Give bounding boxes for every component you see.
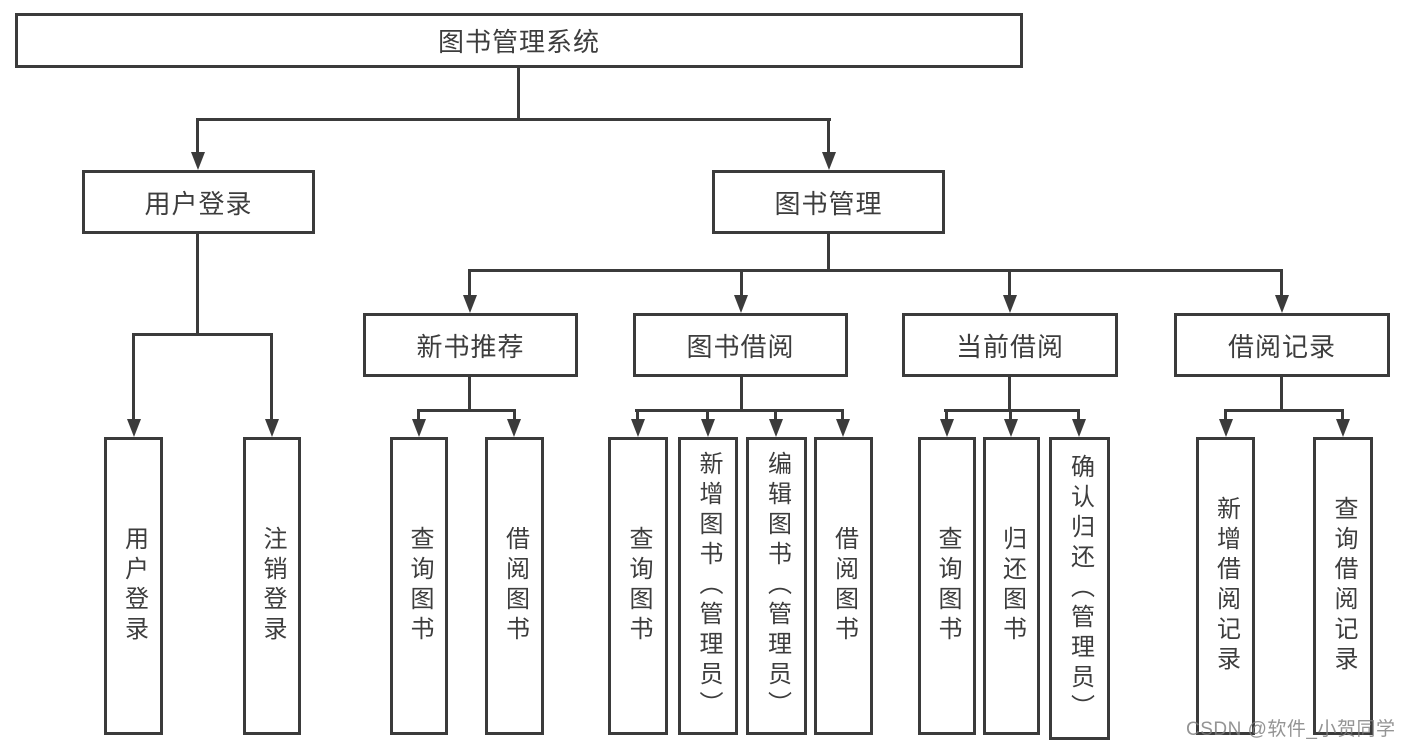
connector-drop-book-borrow — [740, 269, 743, 297]
arrow-down-icon — [265, 419, 279, 437]
leaf-query-books-current: 查询图书 — [918, 437, 976, 735]
connector-borrow-records-stem — [1280, 377, 1283, 412]
arrow-down-icon — [1336, 419, 1350, 437]
connector-user-login-branch — [132, 333, 272, 336]
connector-current-borrow-stem — [1008, 377, 1011, 412]
arrow-down-icon — [412, 419, 426, 437]
leaf-add-books-admin-label: 新增图书（管理员） — [695, 451, 722, 721]
connector-current-borrow-branch — [944, 409, 1080, 412]
connector-drop-leaf — [841, 409, 844, 421]
arrow-down-icon — [1072, 419, 1086, 437]
node-new-book-recommend: 新书推荐 — [363, 313, 578, 377]
connector-drop-leaf — [1077, 409, 1080, 421]
arrow-down-icon — [836, 419, 850, 437]
connector-book-management-stem — [827, 234, 830, 272]
connector-new-book-stem — [468, 377, 471, 412]
leaf-borrow-books-label: 借阅图书 — [830, 526, 858, 646]
leaf-add-borrow-record: 新增借阅记录 — [1196, 437, 1255, 735]
leaf-add-books-admin: 新增图书（管理员） — [678, 437, 738, 735]
leaf-query-books-current-label: 查询图书 — [934, 526, 961, 646]
arrow-down-icon — [127, 419, 141, 437]
connector-drop-user-login — [196, 118, 199, 154]
arrow-down-icon — [940, 419, 954, 437]
arrow-down-icon — [1004, 419, 1018, 437]
connector-book-management-branch — [468, 269, 1282, 272]
connector-drop-leaf — [636, 409, 639, 421]
arrow-down-icon — [631, 419, 645, 437]
node-root: 图书管理系统 — [15, 13, 1023, 68]
arrow-down-icon — [701, 419, 715, 437]
connector-book-borrow-stem — [740, 377, 743, 412]
leaf-edit-books-admin-label: 编辑图书（管理员） — [763, 451, 791, 721]
leaf-confirm-return-admin: 确认归还（管理员） — [1049, 437, 1110, 740]
arrow-down-icon — [1275, 295, 1289, 313]
arrow-down-icon — [734, 295, 748, 313]
arrow-down-icon — [191, 152, 205, 170]
leaf-query-books-borrow: 查询图书 — [608, 437, 668, 735]
leaf-borrow-books: 借阅图书 — [814, 437, 873, 735]
node-user-login-label: 用户登录 — [144, 188, 253, 219]
leaf-edit-books-admin: 编辑图书（管理员） — [746, 437, 807, 735]
connector-drop-leaf — [706, 409, 709, 421]
leaf-query-books-newrec-label: 查询图书 — [406, 526, 433, 646]
connector-root-stem — [517, 68, 520, 121]
leaf-borrow-books-newrec-label: 借阅图书 — [501, 526, 529, 646]
leaf-return-books: 归还图书 — [983, 437, 1040, 735]
leaf-borrow-books-newrec: 借阅图书 — [485, 437, 544, 735]
connector-root-branch — [196, 118, 831, 121]
leaf-user-login-label: 用户登录 — [120, 526, 148, 646]
connector-drop-leaf — [132, 333, 135, 419]
arrow-down-icon — [769, 419, 783, 437]
connector-drop-leaf — [417, 409, 420, 421]
arrow-down-icon — [463, 295, 477, 313]
connector-drop-leaf — [270, 333, 273, 419]
connector-new-book-branch — [417, 409, 516, 412]
connector-drop-leaf — [1009, 409, 1012, 421]
connector-drop-leaf — [774, 409, 777, 421]
node-book-management-label: 图书管理 — [774, 188, 883, 219]
leaf-return-books-label: 归还图书 — [998, 526, 1026, 646]
connector-drop-leaf — [1224, 409, 1227, 421]
leaf-add-borrow-record-label: 新增借阅记录 — [1212, 496, 1240, 676]
connector-drop-current-borrow — [1008, 269, 1011, 297]
node-borrow-records: 借阅记录 — [1174, 313, 1390, 377]
connector-user-login-stem — [196, 234, 199, 336]
connector-book-borrow-branch — [635, 409, 844, 412]
arrow-down-icon — [1003, 295, 1017, 313]
node-new-book-recommend-label: 新书推荐 — [416, 331, 525, 362]
connector-drop-new-book — [468, 269, 471, 297]
leaf-query-borrow-record: 查询借阅记录 — [1313, 437, 1373, 735]
connector-drop-book-management — [827, 118, 830, 154]
node-book-management: 图书管理 — [712, 170, 945, 234]
node-current-borrow: 当前借阅 — [902, 313, 1118, 377]
node-user-login: 用户登录 — [82, 170, 315, 234]
connector-drop-leaf — [1341, 409, 1344, 421]
leaf-user-login: 用户登录 — [104, 437, 163, 735]
node-book-borrow-label: 图书借阅 — [686, 331, 795, 362]
arrow-down-icon — [822, 152, 836, 170]
node-root-label: 图书管理系统 — [437, 27, 600, 57]
connector-borrow-records-branch — [1224, 409, 1344, 412]
arrow-down-icon — [507, 419, 521, 437]
leaf-query-borrow-record-label: 查询借阅记录 — [1330, 496, 1357, 676]
leaf-confirm-return-admin-label: 确认归还（管理员） — [1066, 453, 1094, 724]
connector-drop-borrow-records — [1280, 269, 1283, 297]
connector-drop-leaf — [513, 409, 516, 421]
connector-drop-leaf — [945, 409, 948, 421]
leaf-query-books-newrec: 查询图书 — [390, 437, 448, 735]
node-book-borrow: 图书借阅 — [633, 313, 848, 377]
node-borrow-records-label: 借阅记录 — [1227, 331, 1336, 362]
leaf-logout: 注销登录 — [243, 437, 301, 735]
csdn-watermark: CSDN @软件_小贺同学 — [1186, 719, 1396, 740]
arrow-down-icon — [1219, 419, 1233, 437]
node-current-borrow-label: 当前借阅 — [955, 331, 1064, 362]
leaf-query-books-borrow-label: 查询图书 — [625, 526, 652, 646]
leaf-logout-label: 注销登录 — [259, 526, 286, 646]
